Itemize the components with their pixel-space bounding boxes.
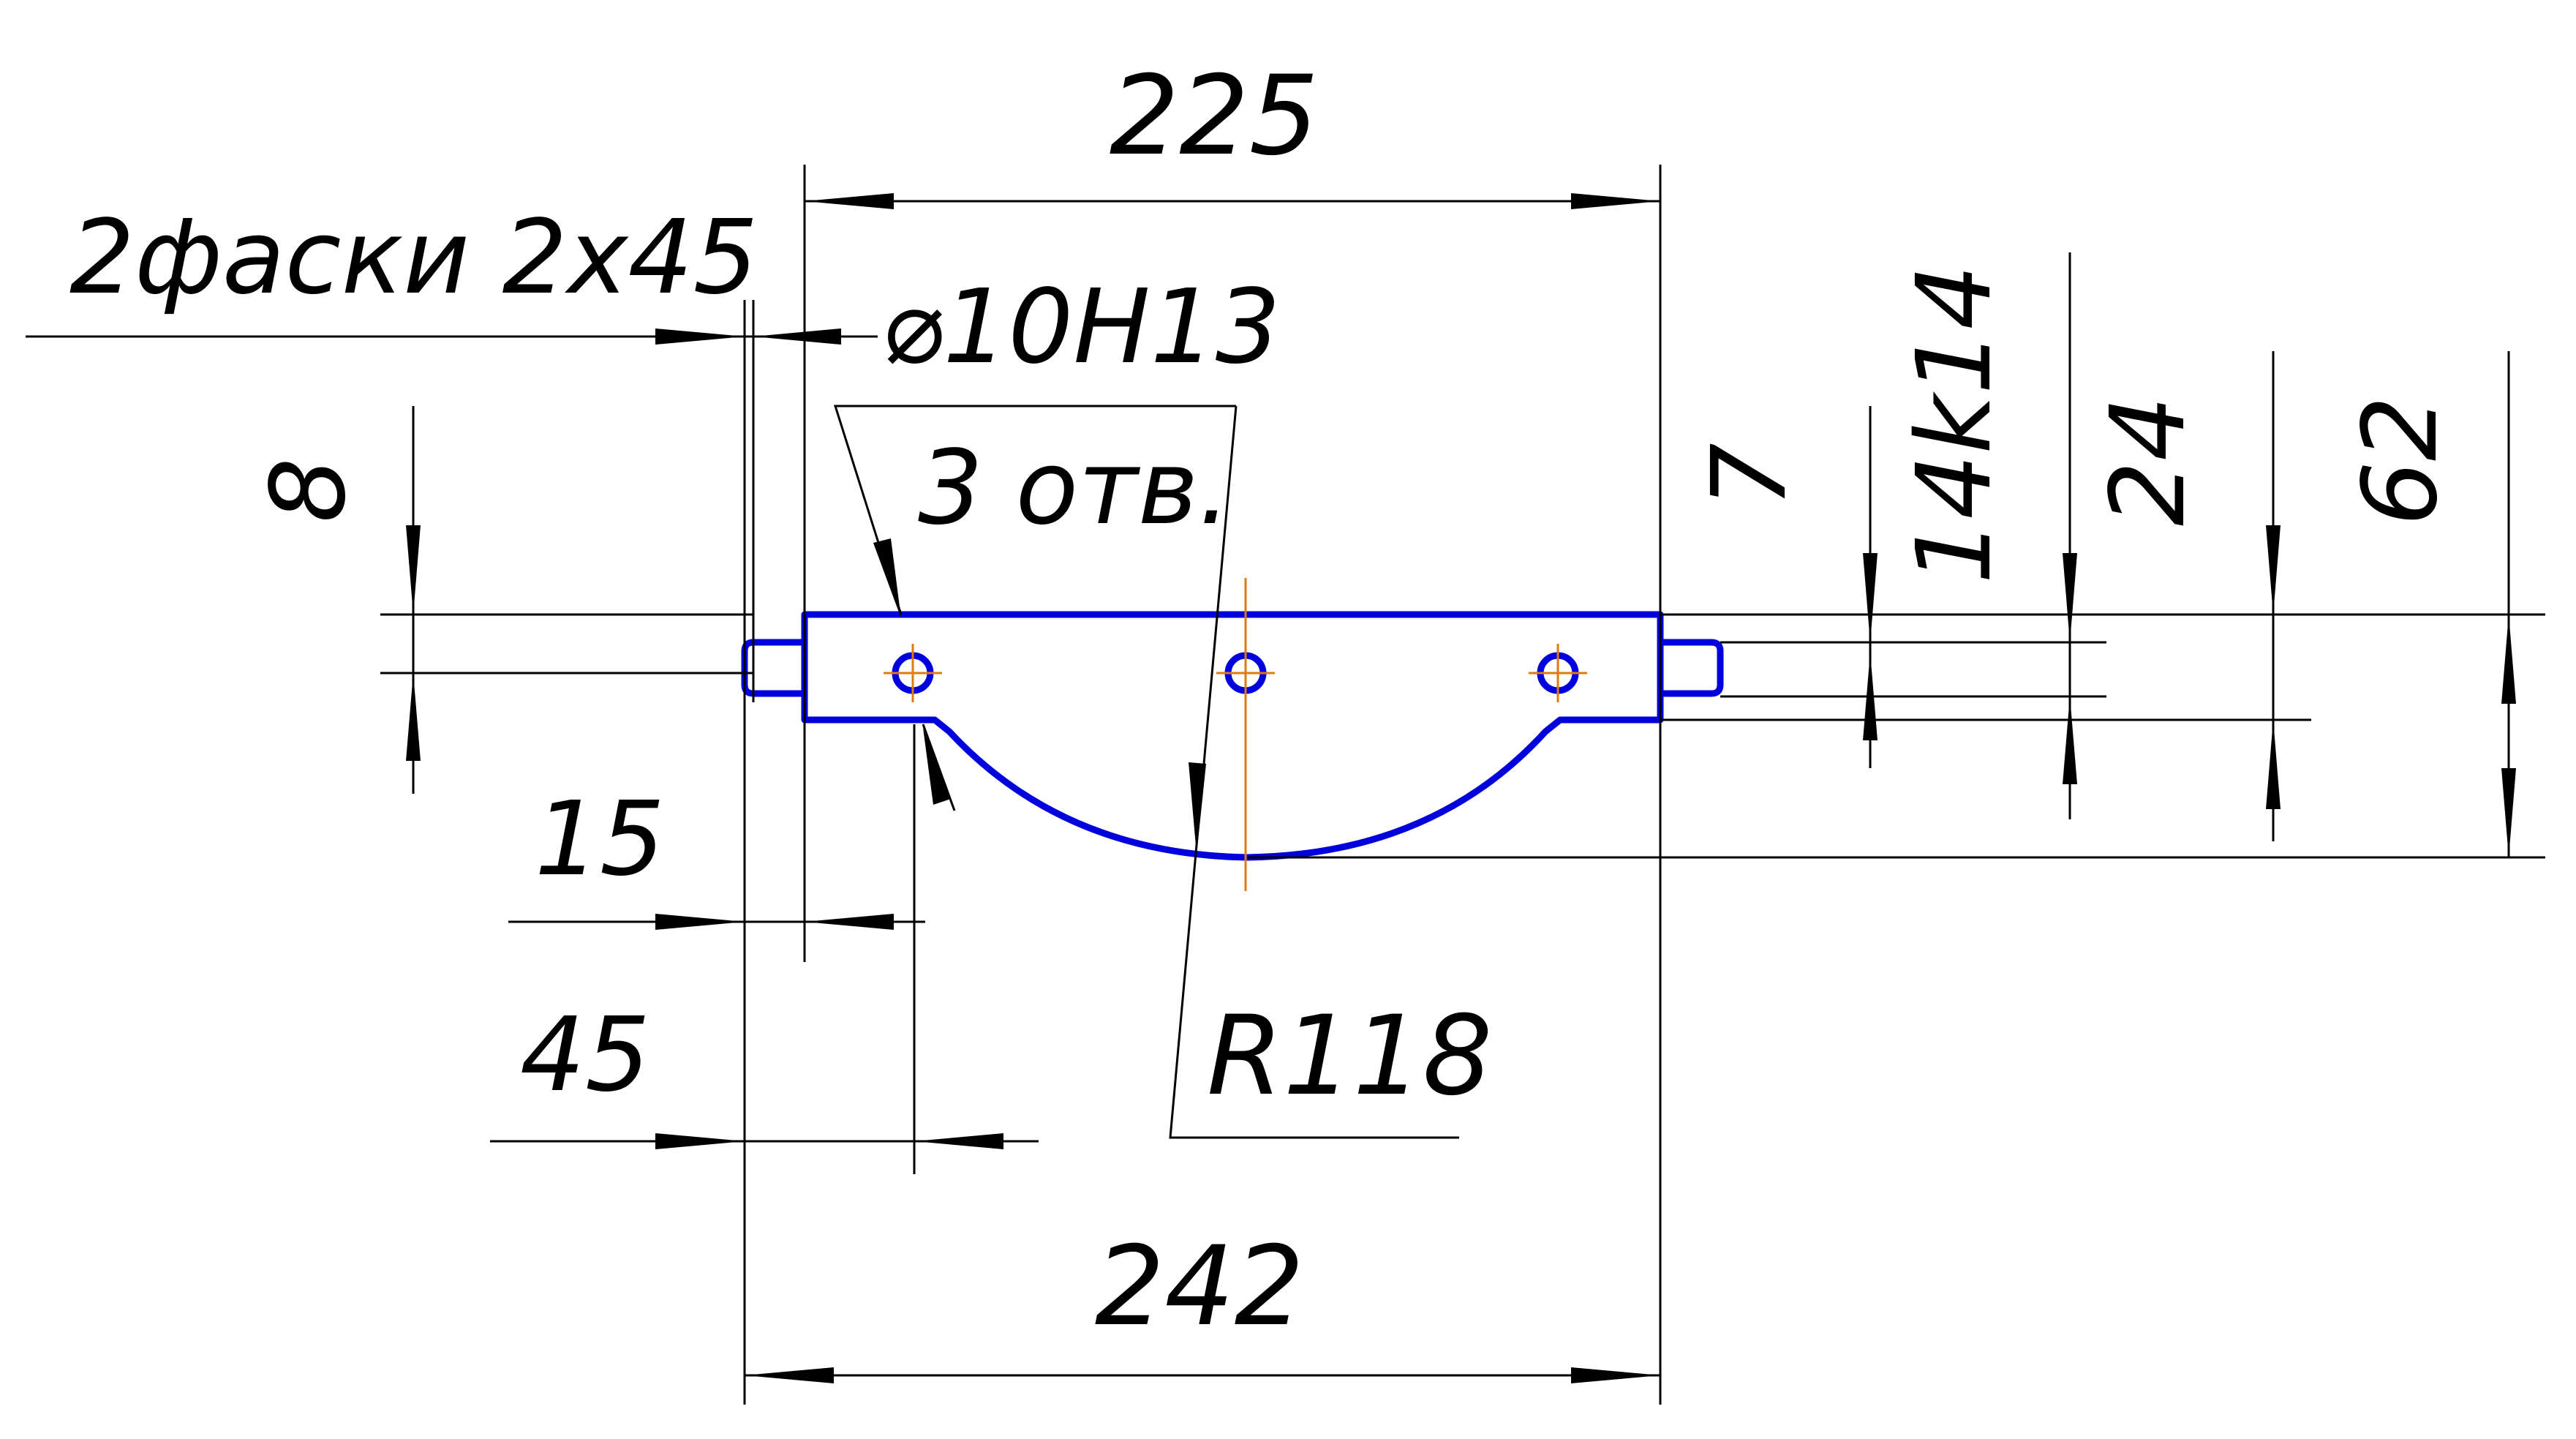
- chamfer-annotation: 2фаски 2x45: [26, 198, 878, 345]
- label-7: 7: [1690, 443, 1809, 508]
- label-15: 15: [535, 780, 665, 899]
- label-45: 45: [520, 996, 650, 1115]
- label-chamfer: 2фаски 2x45: [69, 198, 758, 318]
- dimension-8: 8: [249, 406, 421, 794]
- plate-body: [801, 611, 1664, 861]
- radius-annotation: R118: [1169, 405, 1493, 1139]
- label-8: 8: [249, 457, 369, 522]
- label-hole-count: 3 отв.: [918, 429, 1231, 548]
- label-14k14: 14k14: [1895, 264, 2014, 584]
- label-242: 242: [1095, 1223, 1304, 1350]
- center-lines: [884, 578, 1587, 891]
- dimension-7: 7: [1690, 406, 1878, 768]
- label-62: 62: [2341, 396, 2460, 526]
- right-pin: [1660, 639, 1724, 697]
- dimension-45: 45: [490, 996, 1039, 1149]
- label-hole-diameter: ⌀10H13: [881, 268, 1281, 387]
- dimension-242: 242: [745, 1223, 1660, 1383]
- dimension-15: 15: [508, 780, 925, 930]
- dimension-225: 225: [805, 53, 1660, 209]
- label-24: 24: [2089, 396, 2208, 526]
- label-225: 225: [1110, 53, 1319, 180]
- dimension-62: 62: [2341, 351, 2516, 857]
- label-r118: R118: [1207, 993, 1493, 1120]
- dimension-24: 24: [2089, 351, 2281, 841]
- hole-diameter-annotation: ⌀10H13 3 отв.: [833, 268, 1281, 811]
- part-outline: [741, 611, 1724, 861]
- dimension-14k14: 14k14: [1895, 252, 2077, 819]
- extension-lines: [380, 165, 2545, 1405]
